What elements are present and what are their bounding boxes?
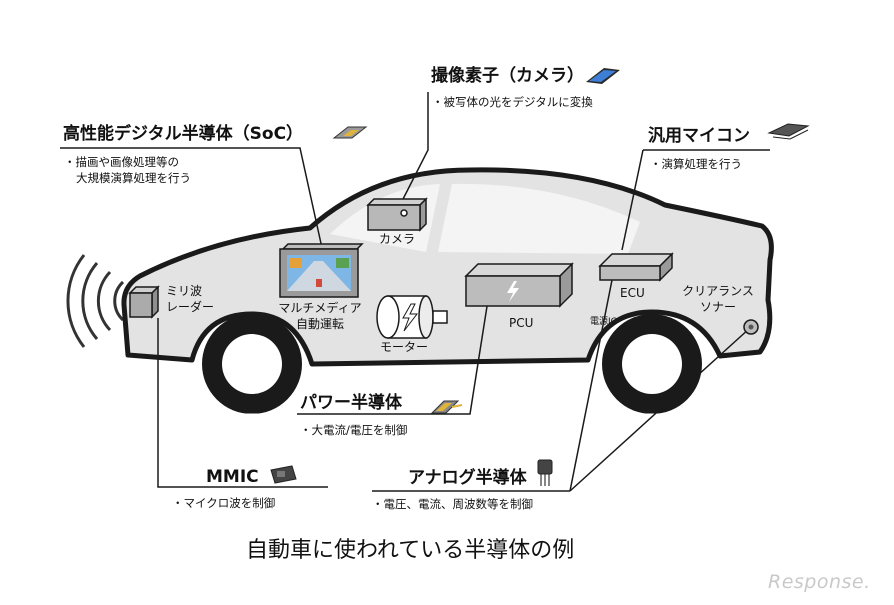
soc-title: 高性能デジタル半導体（SoC） xyxy=(63,124,304,144)
multimedia-label-line2: 自動運転 xyxy=(295,317,344,331)
analog-ic-icon xyxy=(537,459,553,486)
ecu-label: ECU xyxy=(620,286,645,300)
sonar-sensor xyxy=(743,319,759,335)
mcu-title: 汎用マイコン xyxy=(648,126,750,146)
front-wheel xyxy=(202,314,302,414)
soc-chip-icon xyxy=(332,126,368,139)
microcontroller-chip-icon xyxy=(767,123,810,140)
radar-waves-icon xyxy=(66,254,125,348)
pcu-unit xyxy=(464,262,574,308)
radar-unit xyxy=(128,285,160,319)
power-semiconductor-chip-icon xyxy=(430,400,463,414)
camera-label: カメラ xyxy=(379,232,416,246)
camera-unit xyxy=(366,197,428,232)
leader-lines xyxy=(60,92,770,492)
sonar-label-line1: クリアランス xyxy=(682,284,754,298)
soc-desc-line2: 大規模演算処理を行う xyxy=(76,171,191,185)
rear-wheel xyxy=(602,314,702,414)
multimedia-label-line1: マルチメディア xyxy=(278,301,362,315)
diagram-caption: 自動車に使われている半導体の例 xyxy=(246,538,575,563)
rear-window xyxy=(438,183,640,254)
multimedia-screen xyxy=(279,243,364,298)
image-sensor-chip-icon xyxy=(586,68,620,84)
motor-unit xyxy=(376,295,448,339)
analog-desc: ・電圧、電流、周波数等を制御 xyxy=(372,497,533,511)
soc-desc-line1: ・描画や画像処理等の xyxy=(64,155,179,169)
power-desc: ・大電流/電圧を制御 xyxy=(300,423,408,437)
sonar-label-line2: ソナー xyxy=(699,300,736,314)
radar-label-line1: ミリ波 xyxy=(166,284,203,298)
analog-title: アナログ半導体 xyxy=(408,468,527,488)
response-watermark: Response. xyxy=(768,571,871,593)
ecu-unit xyxy=(598,252,674,282)
power-ic-label: 電源IC xyxy=(590,317,617,327)
mmic-chip-icon xyxy=(270,465,297,484)
pcu-label: PCU xyxy=(509,316,534,330)
power-title: パワー半導体 xyxy=(300,393,402,413)
radar-label-line2: レーダー xyxy=(166,300,215,314)
mcu-desc: ・演算処理を行う xyxy=(650,157,742,171)
mmic-title: MMIC xyxy=(206,467,259,487)
camera-sensor-title: 撮像素子（カメラ） xyxy=(431,66,584,86)
camera-sensor-desc: ・被写体の光をデジタルに変換 xyxy=(432,95,593,109)
mmic-desc: ・マイクロ波を制御 xyxy=(172,496,276,510)
motor-label: モーター xyxy=(380,340,429,354)
